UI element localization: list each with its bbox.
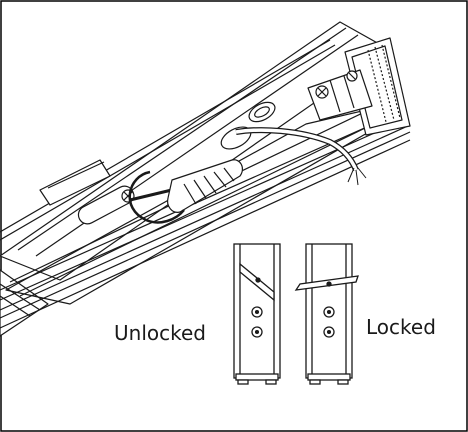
cable-wires bbox=[347, 167, 367, 186]
locked-latch bbox=[294, 243, 359, 385]
unlocked-latch bbox=[233, 243, 281, 385]
track-slot-left bbox=[77, 185, 135, 225]
unlocked-label: Unlocked bbox=[114, 321, 206, 345]
locked-label: Locked bbox=[366, 315, 436, 339]
screwdriver-grip-arc bbox=[128, 170, 185, 224]
mounting-bracket-tab bbox=[39, 159, 111, 206]
screwdriver bbox=[128, 159, 244, 224]
mounting-track bbox=[0, 21, 411, 337]
terminal-block bbox=[307, 69, 373, 121]
rail-screw-right bbox=[315, 85, 329, 99]
screwdriver-handle bbox=[167, 159, 244, 213]
terminal-screw bbox=[346, 70, 358, 82]
